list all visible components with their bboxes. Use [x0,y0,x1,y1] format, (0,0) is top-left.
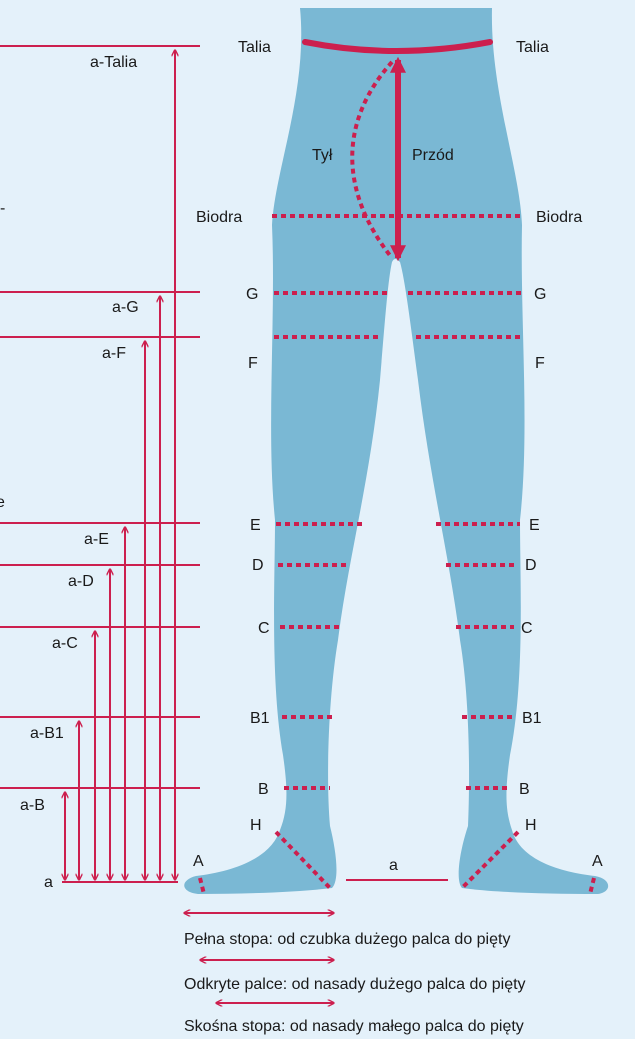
label-h-right: H [525,817,537,834]
label-hips-right: Biodra [536,209,582,226]
left-ruler-labels: a-Talia a-G a-F a-E a-D a-C a-B1 a-B a -… [0,54,139,891]
ruler-label-a-c: a-C [52,635,78,652]
label-e-left: E [250,517,261,534]
label-a-left: A [193,853,204,870]
label-a-right: A [592,853,603,870]
label-hips-left: Biodra [196,209,242,226]
label-b1-left: B1 [250,710,270,727]
ruler-edge-fragment-dash: - [0,200,5,217]
label-a-floor: a [389,857,398,874]
foot-legend-full: Pełna stopa: od czubka dużego palca do p… [184,931,510,948]
label-f-left: F [248,355,258,372]
label-f-right: F [535,355,545,372]
left-ruler-lines [0,46,200,882]
foot-legend: Pełna stopa: od czubka dużego palca do p… [184,931,526,1035]
label-g-right: G [534,286,546,303]
foot-legend-oblique: Skośna stopa: od nasady małego palca do … [184,1018,524,1035]
ruler-label-a-f: a-F [102,345,126,362]
label-waist-left: Talia [238,39,271,56]
ruler-label-a-g: a-G [112,299,139,316]
label-b1-right: B1 [522,710,542,727]
label-front: Przód [412,147,454,164]
ruler-label-a-e: a-E [84,531,109,548]
label-d-left: D [252,557,264,574]
label-g-left: G [246,286,258,303]
label-e-right: E [529,517,540,534]
ruler-edge-fragment-e: e [0,494,5,511]
label-d-right: D [525,557,537,574]
label-c-right: C [521,620,533,637]
ruler-label-a-d: a-D [68,573,94,590]
left-ruler-arrows [65,50,175,880]
foot-legend-open-toe: Odkryte palce: od nasady dużego palca do… [184,976,526,993]
ruler-label-a: a [44,874,53,891]
ruler-label-a-b1: a-B1 [30,725,64,742]
ruler-label-a-talia: a-Talia [90,54,137,71]
label-c-left: C [258,620,270,637]
label-b-left: B [258,781,269,798]
label-b-right: B [519,781,530,798]
ruler-label-a-b: a-B [20,797,45,814]
label-back: Tył [312,147,333,164]
label-waist-right: Talia [516,39,549,56]
label-h-left: H [250,817,262,834]
